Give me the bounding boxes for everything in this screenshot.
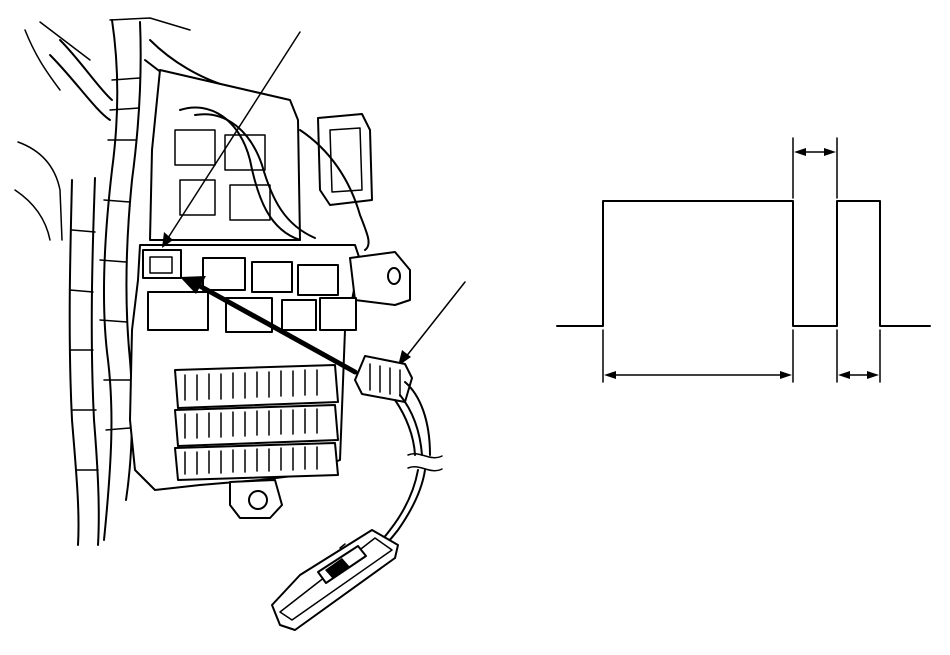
slide-switch[interactable] bbox=[271, 529, 399, 631]
dim-second-pulse-width bbox=[838, 371, 879, 379]
mounting-bracket bbox=[349, 251, 411, 306]
test-connector-plug bbox=[354, 355, 431, 456]
insertion-arrowhead bbox=[180, 276, 206, 294]
callout-leader-connector bbox=[404, 281, 466, 359]
dim-gap-width bbox=[794, 148, 836, 156]
fuse-box-illustration bbox=[14, 17, 466, 631]
connector-sockets bbox=[142, 249, 357, 333]
dim-pulse-width bbox=[604, 371, 792, 379]
test-socket bbox=[142, 249, 182, 279]
relay-block bbox=[149, 69, 373, 251]
extension-lines bbox=[602, 137, 881, 383]
fuse-rows bbox=[174, 364, 339, 481]
pulse-signal-trace bbox=[556, 200, 931, 327]
switch-slider-knob[interactable] bbox=[325, 558, 350, 579]
cable-break bbox=[407, 453, 443, 472]
callout-arrowhead-top bbox=[162, 232, 173, 248]
callout-leader-top bbox=[167, 31, 301, 239]
insertion-arrow-shaft bbox=[195, 282, 358, 375]
timing-waveform bbox=[556, 137, 931, 383]
mount-bolt bbox=[248, 490, 268, 510]
bracket-hole bbox=[387, 267, 401, 285]
body-panel-outline bbox=[14, 17, 191, 241]
switch-body bbox=[271, 529, 399, 631]
wire-harness bbox=[49, 19, 241, 546]
callout-arrowhead-connector bbox=[398, 350, 411, 366]
